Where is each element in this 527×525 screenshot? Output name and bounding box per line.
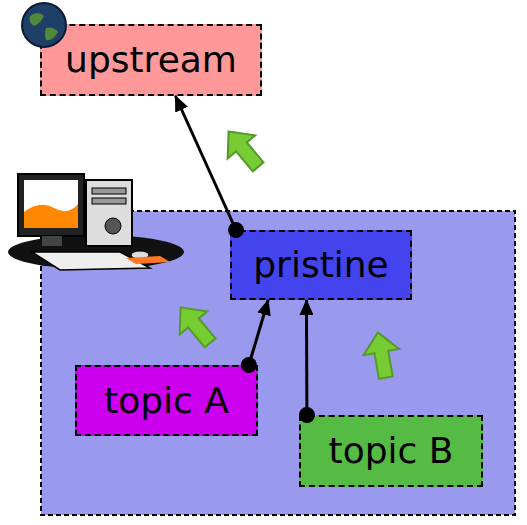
push-connector: [249, 300, 268, 365]
push-connector: [305, 300, 308, 415]
push-connector: [175, 96, 236, 230]
node-label: topic A: [104, 383, 229, 419]
node-label: pristine: [253, 247, 389, 283]
remote-repo-box: upstream: [40, 24, 262, 96]
branch-box: pristine: [230, 230, 412, 300]
branch-box: topic A: [75, 365, 258, 436]
globe-icon: [22, 3, 66, 47]
edge-group: [175, 96, 306, 415]
node-label: upstream: [65, 42, 237, 78]
flow-arrow: [215, 120, 272, 178]
flow-arrow: [360, 329, 403, 381]
node-label: topic B: [329, 433, 454, 469]
branch-box: topic B: [299, 415, 483, 487]
flow-arrow: [167, 296, 224, 354]
computer-illustration: [8, 174, 184, 270]
